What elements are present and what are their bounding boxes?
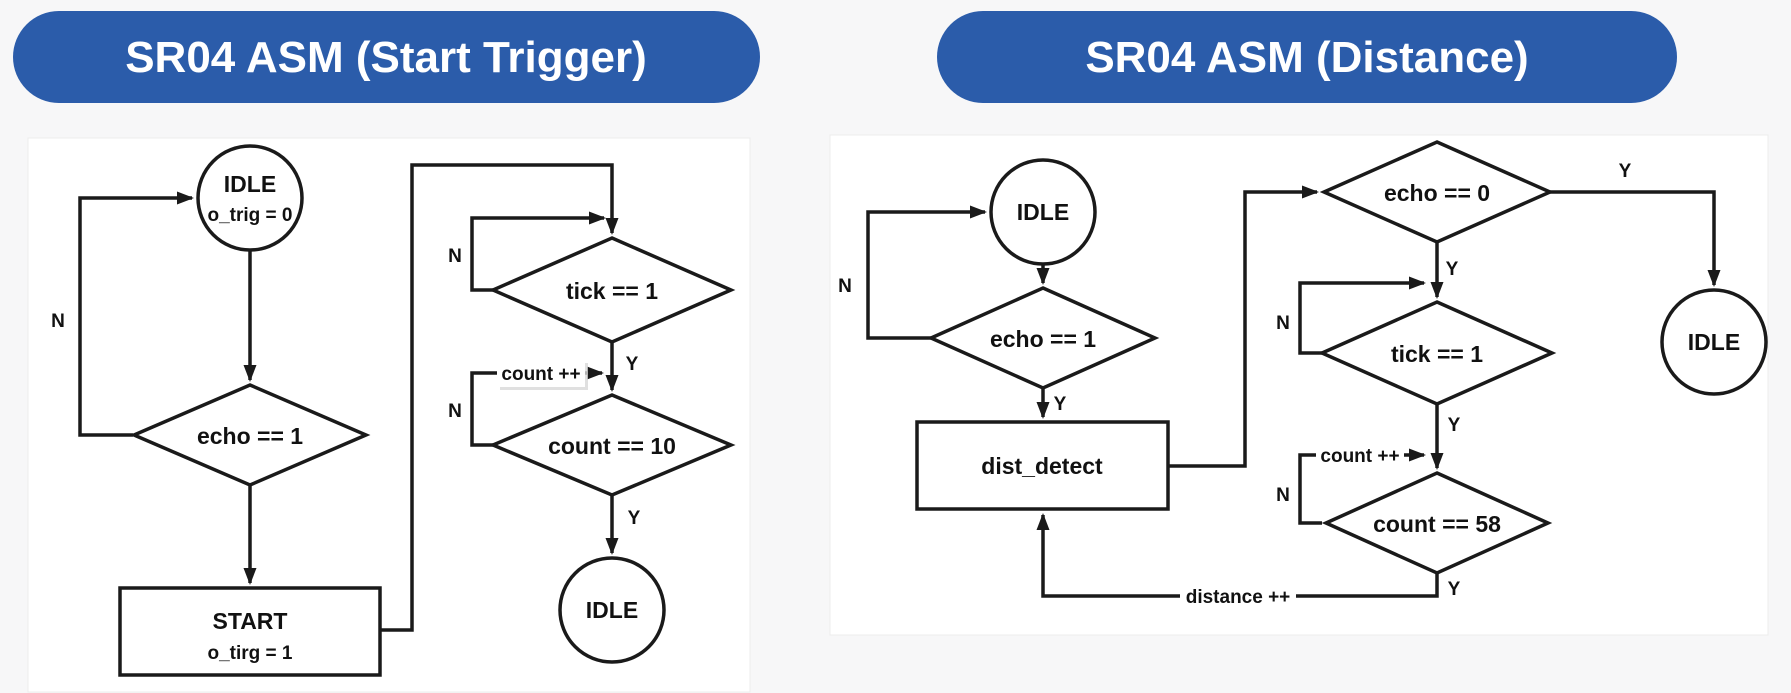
y-label-echo0-down: Y [1446, 259, 1459, 280]
tick-decision-label: tick == 1 [1391, 341, 1483, 367]
start-sublabel: o_tirg = 1 [208, 643, 293, 664]
n-label-idle-loop: N [838, 276, 852, 297]
edge-start-to-tick [380, 163, 619, 632]
count-decision-label: count == 58 [1373, 511, 1501, 537]
start-label: START [213, 608, 288, 634]
decision-echo-eq-1 [129, 383, 371, 487]
idle-end-label: IDLE [1688, 329, 1740, 355]
count-inc-label: count ++ [501, 364, 580, 385]
decision-echo-eq-0 [1319, 140, 1555, 244]
distance-title-pill [937, 11, 1677, 103]
idle-top-label: IDLE [1017, 199, 1069, 225]
tick-decision-label: tick == 1 [566, 278, 658, 304]
echo1-decision-label: echo == 1 [990, 326, 1096, 352]
start-trigger-chart: SR04 ASM (Start Trigger) IDLE o_trig = 0… [13, 11, 760, 693]
n-label-tick-loop: N [448, 246, 462, 267]
count-inc-label-box [497, 360, 585, 387]
y-label-tick: Y [626, 354, 639, 375]
y-label-echo1: Y [1054, 394, 1067, 415]
idle-top-sublabel: o_trig = 0 [208, 205, 293, 226]
idle-end-label: IDLE [586, 597, 638, 623]
idle-top-label: IDLE [224, 171, 276, 197]
decision-tick-eq-1 [1317, 300, 1557, 406]
state-box-dist-detect [915, 420, 1170, 511]
y-label-tick: Y [1448, 415, 1461, 436]
n-label-idle-loop: N [51, 311, 65, 332]
distance-panel [829, 134, 1769, 636]
count-inc-label: count ++ [1320, 446, 1399, 467]
decision-echo-eq-1 [926, 286, 1160, 390]
distance-inc-label-box [1180, 584, 1296, 608]
edge-echo0-y-to-idle [1550, 190, 1721, 287]
state-circle-idle-top [989, 158, 1097, 266]
n-label-tick-loop: N [1276, 313, 1290, 334]
n-label-count-loop: N [1276, 485, 1290, 506]
y-label-count: Y [628, 508, 641, 529]
decision-count-eq-58 [1321, 471, 1553, 575]
echo0-decision-label: echo == 0 [1384, 180, 1490, 206]
state-circle-idle-end [558, 556, 666, 664]
y-label-echo0-right: Y [1619, 161, 1632, 182]
state-circle-idle-end [1660, 288, 1768, 396]
state-box-start [118, 586, 382, 677]
count-inc-label-box [1316, 442, 1404, 468]
start-trigger-title: SR04 ASM (Start Trigger) [125, 33, 647, 82]
edge-tick-n-loop [470, 211, 606, 292]
state-circle-idle-top [196, 144, 304, 252]
edge-echo-n-to-idle [78, 191, 194, 437]
n-label-count-loop: N [448, 401, 462, 422]
start-trigger-title-pill [13, 11, 760, 103]
count-decision-label: count == 10 [548, 433, 676, 459]
dist-detect-label: dist_detect [981, 453, 1103, 479]
distance-title: SR04 ASM (Distance) [1085, 33, 1528, 82]
edge-echo1-n-to-idle [866, 205, 987, 340]
edge-dist-to-echo0 [1168, 185, 1319, 468]
decision-tick-eq-1 [488, 236, 736, 344]
y-label-count: Y [1448, 579, 1461, 600]
edge-tick-n-loop [1298, 276, 1426, 355]
decision-count-eq-10 [488, 393, 736, 497]
echo-decision-label: echo == 1 [197, 423, 303, 449]
distance-inc-label: distance ++ [1186, 587, 1291, 608]
distance-chart: SR04 ASM (Distance) IDLE echo == 1 dist_… [829, 11, 1769, 636]
